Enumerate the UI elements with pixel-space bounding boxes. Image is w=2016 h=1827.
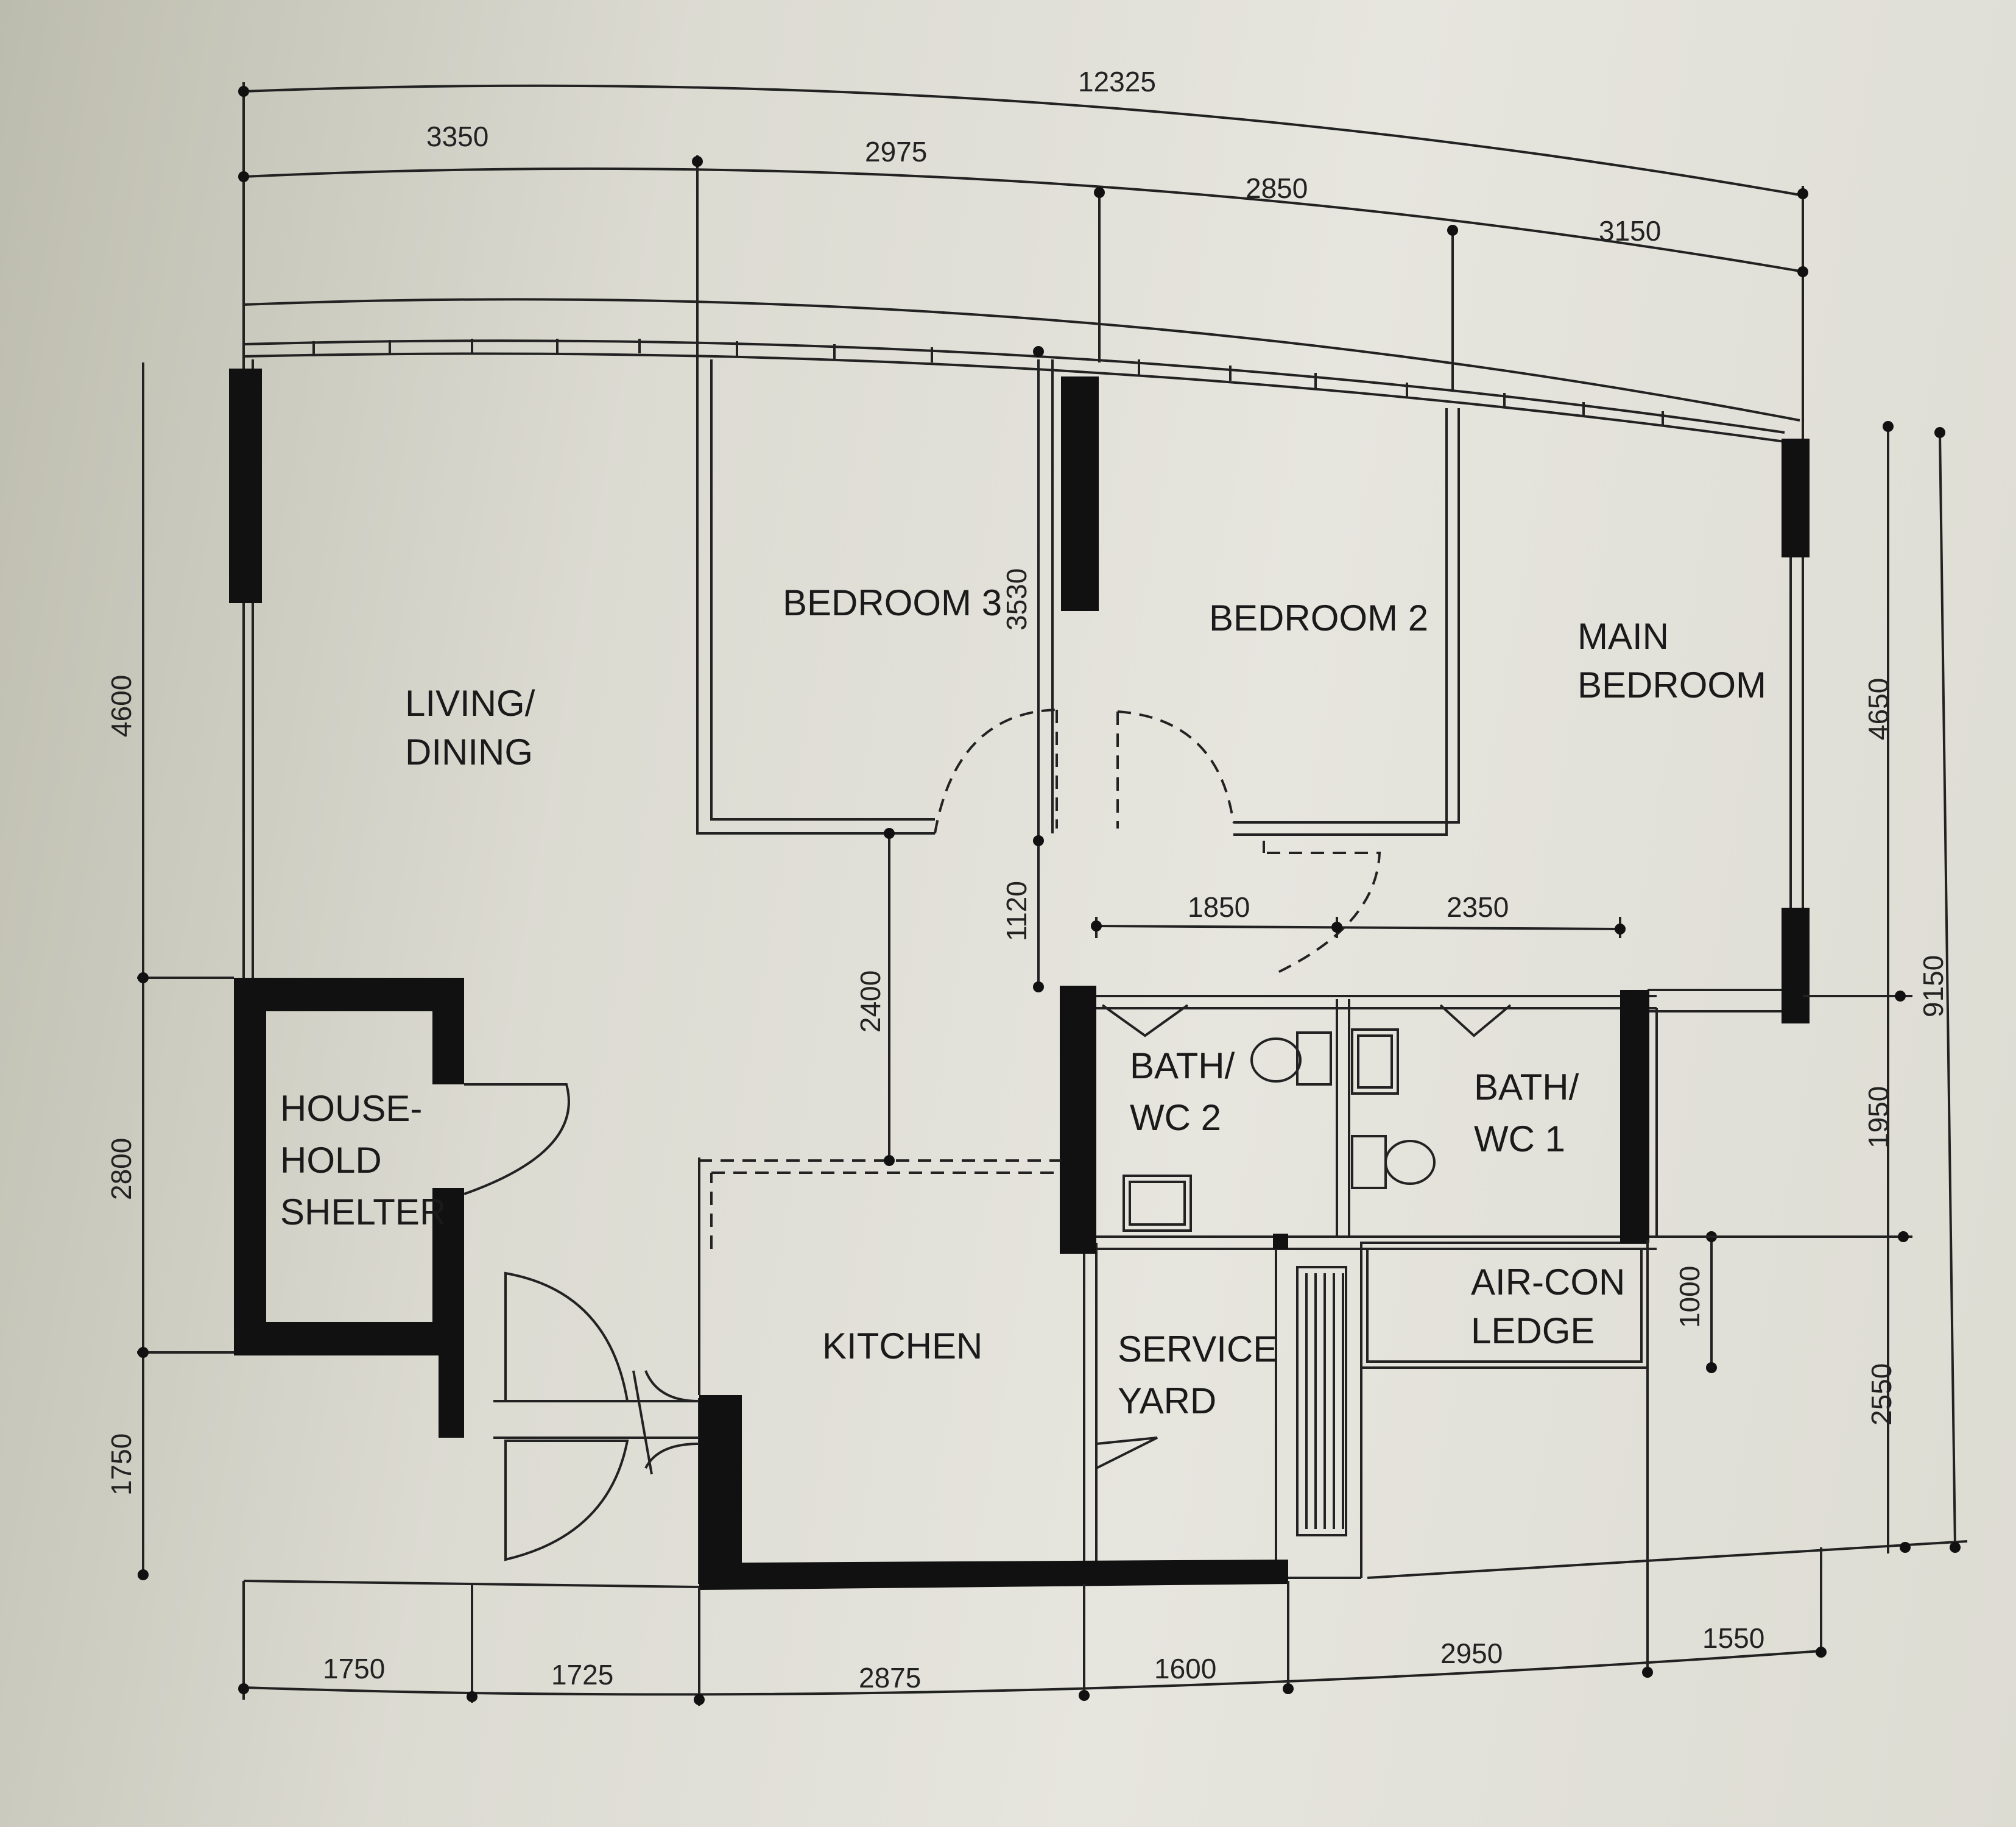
dim-bottom-1: 1750 xyxy=(323,1653,385,1684)
right-dimension-lines xyxy=(1367,421,1968,1579)
dim-interior-3530: 3530 xyxy=(1001,568,1032,631)
dim-top-total: 12325 xyxy=(1078,66,1156,97)
dim-right-9150: 9150 xyxy=(1917,955,1949,1017)
living-dining-label: LIVING/ DINING xyxy=(405,683,545,772)
thick-walls xyxy=(229,369,1810,1590)
bath-wc2-label: BATH/ WC 2 xyxy=(1130,1045,1245,1138)
dim-interior-2400: 2400 xyxy=(855,970,886,1033)
dim-interior-2350: 2350 xyxy=(1447,891,1509,923)
interior-dimension-lines xyxy=(884,828,1717,1373)
main-bedroom-label: MAIN BEDROOM xyxy=(1577,616,1766,705)
dim-bottom-5: 2950 xyxy=(1440,1638,1503,1669)
dim-right-4650: 4650 xyxy=(1863,678,1894,740)
dim-top-4: 3150 xyxy=(1599,215,1661,247)
dim-bottom-2: 1725 xyxy=(551,1659,613,1691)
dim-bottom-4: 1600 xyxy=(1154,1653,1216,1684)
dim-top-3: 2850 xyxy=(1246,172,1308,204)
dim-top-1: 3350 xyxy=(426,121,488,152)
dim-interior-1850: 1850 xyxy=(1188,891,1250,923)
bottom-dimension-lines xyxy=(238,1240,1827,1706)
doors xyxy=(463,709,1512,1561)
dim-bottom-6: 1550 xyxy=(1702,1622,1764,1654)
dim-aircon-1000: 1000 xyxy=(1674,1266,1705,1328)
service-yard-label: SERVICE YARD xyxy=(1118,1329,1288,1421)
dim-bottom-3: 2875 xyxy=(859,1662,921,1694)
dim-left-1750: 1750 xyxy=(105,1433,137,1496)
dim-right-1950: 1950 xyxy=(1863,1086,1894,1148)
bedroom-3-label: BEDROOM 3 xyxy=(783,582,1002,623)
dim-left-4600: 4600 xyxy=(105,675,137,737)
dim-interior-1120: 1120 xyxy=(1001,881,1032,941)
bedroom-2-label: BEDROOM 2 xyxy=(1209,598,1428,638)
bath-wc1-label: BATH/ WC 1 xyxy=(1474,1067,1589,1159)
dim-right-2550: 2550 xyxy=(1866,1363,1897,1426)
outer-walls xyxy=(242,359,1804,1584)
kitchen-label: KITCHEN xyxy=(822,1326,982,1366)
window-strip xyxy=(243,339,1785,443)
dim-left-2800: 2800 xyxy=(105,1138,137,1200)
fixtures xyxy=(1123,1028,1436,1232)
aircon-ledge-label: AIR-CON LEDGE xyxy=(1471,1262,1635,1351)
top-dimension-lines xyxy=(238,82,1808,439)
left-dimension-lines xyxy=(137,362,234,1580)
household-shelter-label: HOUSE- HOLD SHELTER xyxy=(280,1088,446,1232)
dim-top-2: 2975 xyxy=(865,136,927,168)
